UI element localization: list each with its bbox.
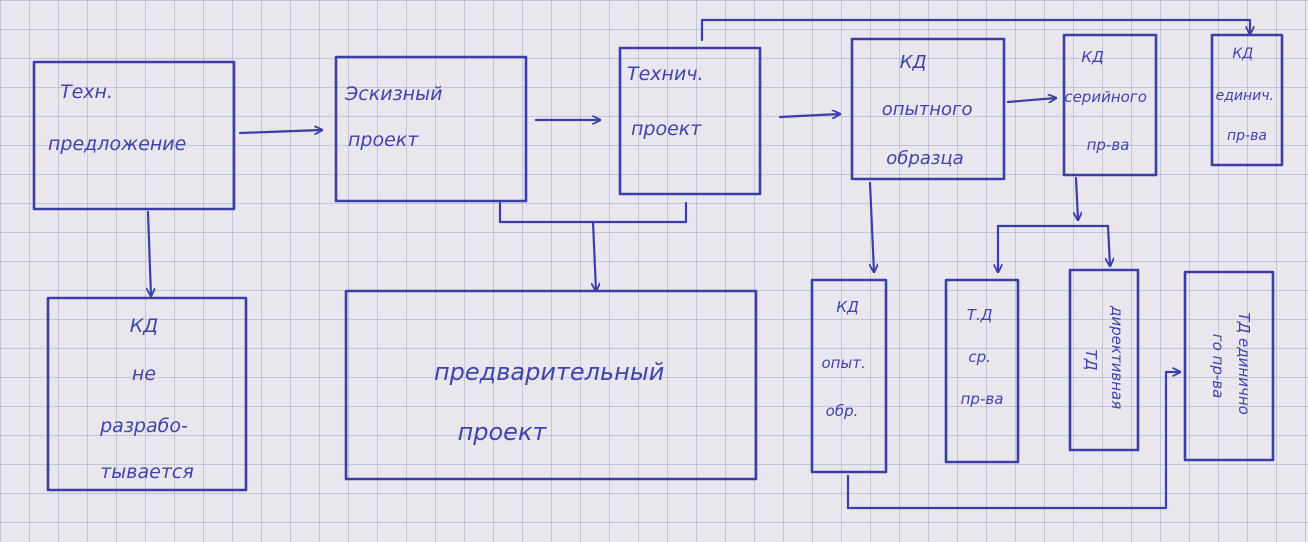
node-kd-serial: КД серийного пр-ва [1062,33,1158,177]
edge-kd-prototype-to-kd-serial [1006,98,1056,102]
node-kd-prototype: КД опытного образца [850,37,1006,181]
node-td-single-label: ТД единично го пр-ва [1209,312,1253,419]
node-kd-single-label: КД единич. пр-ва [1216,46,1279,144]
edge-tech-proposal-to-kd-not-developed [148,210,151,298]
node-kd-not-developed: КД не разрабо- тывается [46,296,248,492]
node-td-single: ТД единично го пр-ва [1183,270,1275,462]
node-kd-serial-label: КД серийного пр-ва [1064,48,1151,154]
node-td-directive: директивная ТД [1068,268,1140,452]
node-kd-not-developed-label: КД не разрабо- тывается [99,315,194,483]
node-prelim-project: предварительный проект [344,289,758,481]
node-td-directive-label: директивная ТД [1082,305,1126,414]
edge-kd-serial-to-td-branches [998,176,1110,274]
node-tech-project-label: Технич. проект [627,63,710,140]
node-draft-project: Эскизный проект [334,55,528,203]
node-kd-prototype-short: КД опыт. обр. [810,278,888,474]
node-kd-prototype-label: КД опытного образца [882,52,978,169]
edge-kd-prototype-to-kd-prototype-short [868,181,874,272]
node-td-serial: Т.Д ср. пр-ва [944,278,1020,464]
edge-tech-project-to-kd-single [700,18,1250,42]
node-tech-proposal: Техн. предложение [32,60,236,211]
edge-tech-proposal-to-draft [238,130,324,133]
node-kd-prototype-short-label: КД опыт. обр. [821,298,870,420]
edge-kd-prototype-short-to-td-single [846,372,1182,510]
edge-draft-and-tech-to-prelim [498,201,688,293]
node-tech-project: Технич. проект [618,46,762,196]
node-draft-project-label: Эскизный проект [344,83,448,151]
node-prelim-project-label: предварительный проект [434,358,672,446]
node-tech-proposal-label: Техн. предложение [48,81,186,155]
edge-tech-project-to-kd-prototype [778,114,840,117]
node-td-serial-label: Т.Д ср. пр-ва [961,306,1004,408]
node-kd-single: КД единич. пр-ва [1210,33,1284,167]
